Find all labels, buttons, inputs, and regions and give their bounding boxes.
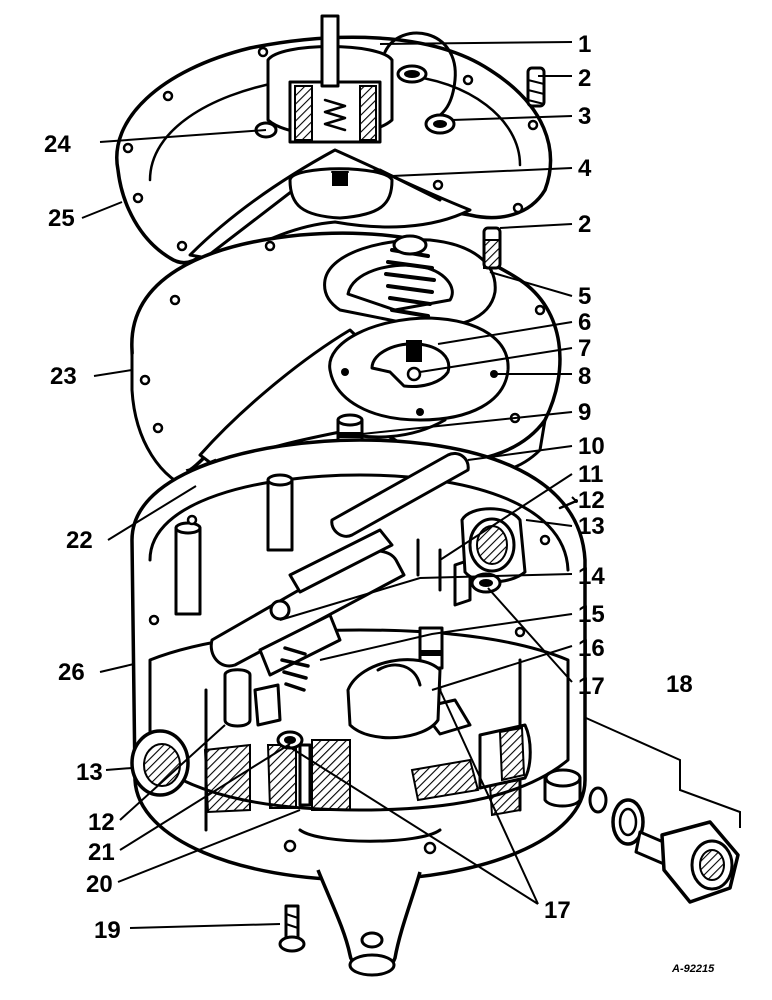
callout-11: 11 xyxy=(578,461,603,488)
callout-18: 18 xyxy=(666,671,693,698)
callout-13-right: 13 xyxy=(578,513,605,540)
callout-10: 10 xyxy=(578,433,605,460)
callout-14: 14 xyxy=(578,563,605,590)
callout-26: 26 xyxy=(58,659,85,686)
screw-19 xyxy=(278,904,306,953)
callout-4: 4 xyxy=(578,155,592,182)
callout-23: 23 xyxy=(50,363,77,390)
screw-2-lower xyxy=(482,226,502,270)
callout-labels: 1 2 3 24 4 25 2 5 6 7 8 23 9 10 11 12 13… xyxy=(44,31,715,975)
callout-12-left: 12 xyxy=(88,809,115,836)
callout-20: 20 xyxy=(86,871,113,898)
callout-17-right: 17 xyxy=(578,673,605,700)
top-cover xyxy=(115,14,553,265)
callout-25: 25 xyxy=(48,205,75,232)
callout-21: 21 xyxy=(88,839,115,866)
callout-9: 9 xyxy=(578,399,591,426)
figure-reference-number: A-92215 xyxy=(671,963,715,975)
callout-13-left: 13 xyxy=(76,759,103,786)
callout-24: 24 xyxy=(44,131,71,158)
callout-8: 8 xyxy=(578,363,591,390)
callout-15: 15 xyxy=(578,601,605,628)
callout-1: 1 xyxy=(578,31,591,58)
callout-3: 3 xyxy=(578,103,591,130)
leader-lines xyxy=(81,41,741,929)
callout-22: 22 xyxy=(66,527,93,554)
screw-2-upper xyxy=(526,66,546,108)
mounting-foot xyxy=(316,869,422,977)
callout-16: 16 xyxy=(578,635,605,662)
diaphragm-housing xyxy=(130,231,562,492)
callout-5: 5 xyxy=(578,283,591,310)
callout-6: 6 xyxy=(578,309,591,336)
callout-12-right: 12 xyxy=(578,487,605,514)
callout-19: 19 xyxy=(94,917,121,944)
callout-7: 7 xyxy=(578,335,591,362)
callout-2-lower: 2 xyxy=(578,211,591,238)
callout-17-bottom: 17 xyxy=(544,897,571,924)
main-body xyxy=(130,438,587,882)
fitting-18 xyxy=(588,786,740,904)
callout-2-top: 2 xyxy=(578,65,591,92)
